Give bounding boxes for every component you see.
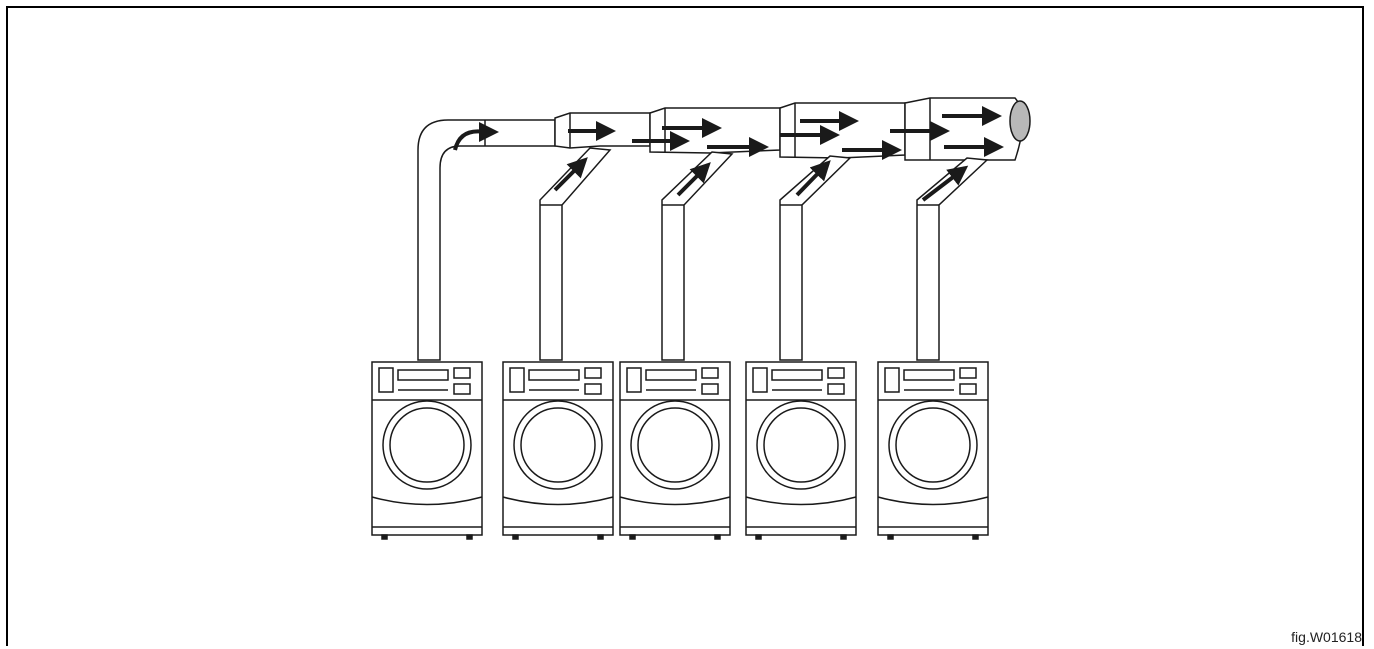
control-button — [453, 367, 471, 379]
control-button — [453, 383, 471, 395]
dryer-2 — [502, 361, 614, 540]
coin-slot — [884, 367, 900, 393]
dryer-foot — [755, 534, 762, 540]
dryer-foot — [597, 534, 604, 540]
coin-slot — [378, 367, 394, 393]
dryer-foot — [972, 534, 979, 540]
branch-inlet-2 — [539, 147, 612, 361]
door-window — [637, 407, 713, 483]
control-button — [701, 383, 719, 395]
branch-inlet-4 — [779, 155, 852, 361]
dryer-foot — [840, 534, 847, 540]
dryer-foot — [714, 534, 721, 540]
control-button — [584, 367, 602, 379]
display-panel — [903, 369, 955, 381]
door-window — [895, 407, 971, 483]
dryer-5 — [877, 361, 989, 540]
dryer-foot — [381, 534, 388, 540]
door-window — [389, 407, 465, 483]
display-panel — [645, 369, 697, 381]
dryer-foot — [466, 534, 473, 540]
duct-outlet — [1009, 100, 1031, 142]
airflow-arrow — [795, 160, 831, 197]
coin-slot — [752, 367, 768, 393]
control-button — [701, 367, 719, 379]
control-button — [959, 383, 977, 395]
dryer-3 — [619, 361, 731, 540]
figure-label: fig.W01618 — [1291, 629, 1362, 645]
dryer-foot — [512, 534, 519, 540]
dryer-1 — [371, 361, 483, 540]
control-button — [959, 367, 977, 379]
coin-slot — [626, 367, 642, 393]
duct-elbow-1 — [417, 119, 556, 361]
door-window — [763, 407, 839, 483]
figure-frame — [6, 6, 1364, 646]
display-panel — [528, 369, 580, 381]
branch-inlet-5 — [916, 157, 989, 361]
display-panel — [771, 369, 823, 381]
coin-slot — [509, 367, 525, 393]
dryer-4 — [745, 361, 857, 540]
airflow-arrow — [921, 165, 969, 202]
control-button — [827, 383, 845, 395]
door-window — [520, 407, 596, 483]
dryer-foot — [887, 534, 894, 540]
airflow-arrow — [676, 162, 711, 197]
display-panel — [397, 369, 449, 381]
airflow-arrow — [453, 122, 499, 151]
branch-inlet-3 — [661, 151, 734, 361]
dryer-foot — [629, 534, 636, 540]
control-button — [584, 383, 602, 395]
airflow-arrow — [553, 157, 588, 192]
control-button — [827, 367, 845, 379]
